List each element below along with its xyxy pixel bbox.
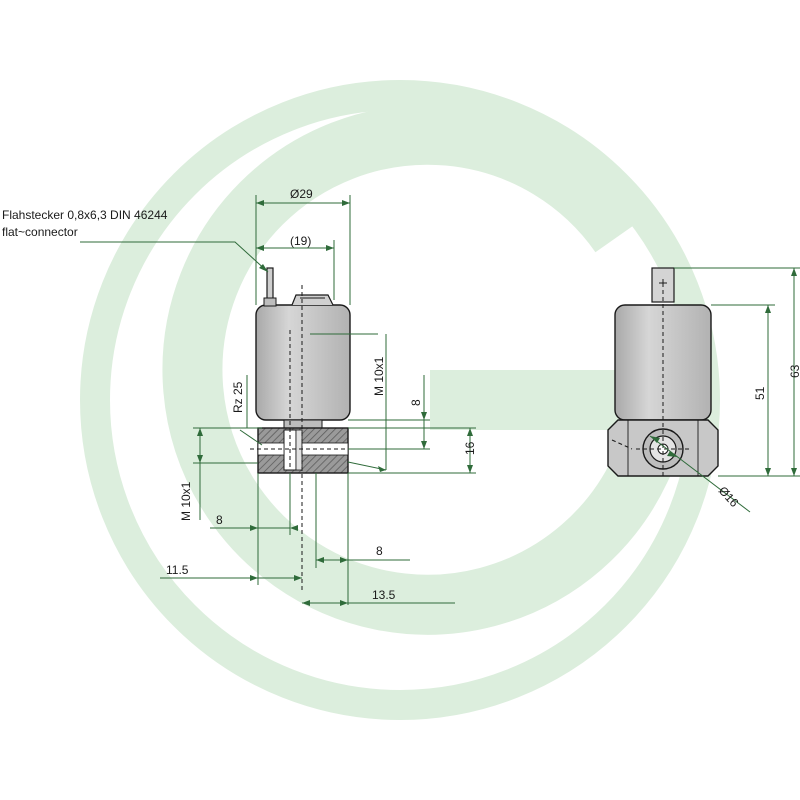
dim-label-rz25: Rz 25	[231, 381, 245, 413]
dim-label-8-left: 8	[216, 513, 223, 527]
callout-line-2: flat~connector	[2, 225, 78, 239]
dim-m10x1-lower	[193, 427, 258, 520]
coil-clip	[291, 294, 334, 306]
dim-label-63: 63	[788, 364, 800, 378]
dim-label-d29: Ø29	[290, 187, 313, 201]
dim-label-51: 51	[753, 386, 767, 400]
connector-callout	[80, 241, 269, 273]
dim-label-13-5: 13.5	[372, 588, 396, 602]
dim-8-right	[315, 473, 410, 605]
dim-63	[674, 267, 800, 476]
coil-body	[255, 304, 351, 421]
front-view	[607, 267, 719, 478]
dim-label-m10x1-lower: M 10x1	[179, 481, 193, 521]
dim-16-vertical	[348, 427, 476, 474]
dim-8-vertical	[348, 375, 430, 450]
dim-label-19: (19)	[290, 234, 311, 248]
callout-line-1: Flahstecker 0,8x6,3 DIN 46244	[2, 208, 168, 222]
dim-label-d16: Ø16	[716, 484, 742, 510]
dim-label-8-vertical: 8	[409, 399, 423, 406]
dim-label-m10x1-upper: M 10x1	[372, 356, 386, 396]
dim-13-5	[302, 600, 455, 606]
dim-8-left	[210, 473, 298, 585]
watermark-logo	[80, 80, 720, 720]
dim-label-11-5: 11.5	[166, 563, 189, 577]
dim-m10x1-upper	[310, 333, 387, 472]
dim-diameter-16	[649, 435, 751, 513]
dim-label-16: 16	[463, 441, 477, 455]
dim-label-8-right: 8	[376, 544, 383, 558]
dim-11-5	[160, 575, 302, 581]
dim-51	[711, 304, 800, 477]
dim-19	[255, 240, 335, 300]
